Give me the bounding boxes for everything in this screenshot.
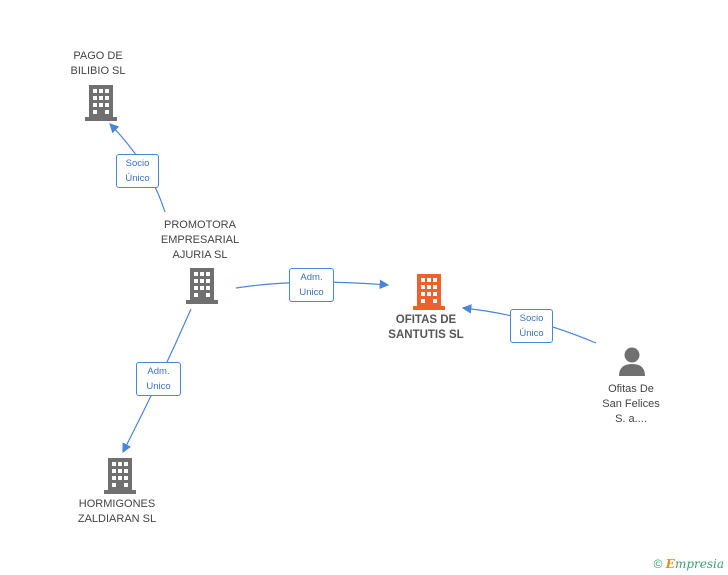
edge-label-adm-unico: Adm. Unico: [136, 362, 181, 396]
edge-label-socio-unico: Socio Único: [116, 154, 159, 188]
node-label-promotora[interactable]: PROMOTORA EMPRESARIAL AJURIA SL: [160, 219, 240, 261]
building-icon[interactable]: [85, 85, 117, 121]
edge-label-socio-unico: Socio Único: [510, 309, 553, 343]
node-label-ofitas-person[interactable]: Ofitas De San Felices S. a....: [602, 383, 660, 425]
empresia-logo-initial: E: [665, 557, 675, 571]
node-label-ofitas-de-santutis[interactable]: OFITAS DE SANTUTIS SL: [388, 314, 464, 341]
building-icon[interactable]: [104, 458, 136, 494]
copyright-symbol: ©: [653, 557, 663, 571]
empresia-logo-text: mpresia: [674, 557, 724, 571]
edge-label-adm-unico: Adm. Unico: [289, 268, 334, 302]
node-label-pago-de-bilibio[interactable]: PAGO DE BILIBIO SL: [70, 50, 126, 77]
node-label-hormigones[interactable]: HORMIGONES ZALDIARAN SL: [77, 498, 157, 525]
building-icon[interactable]: [186, 268, 218, 304]
person-icon[interactable]: [618, 346, 646, 376]
building-icon-main[interactable]: [413, 274, 445, 310]
footer-credit: © Empresia: [654, 557, 724, 571]
